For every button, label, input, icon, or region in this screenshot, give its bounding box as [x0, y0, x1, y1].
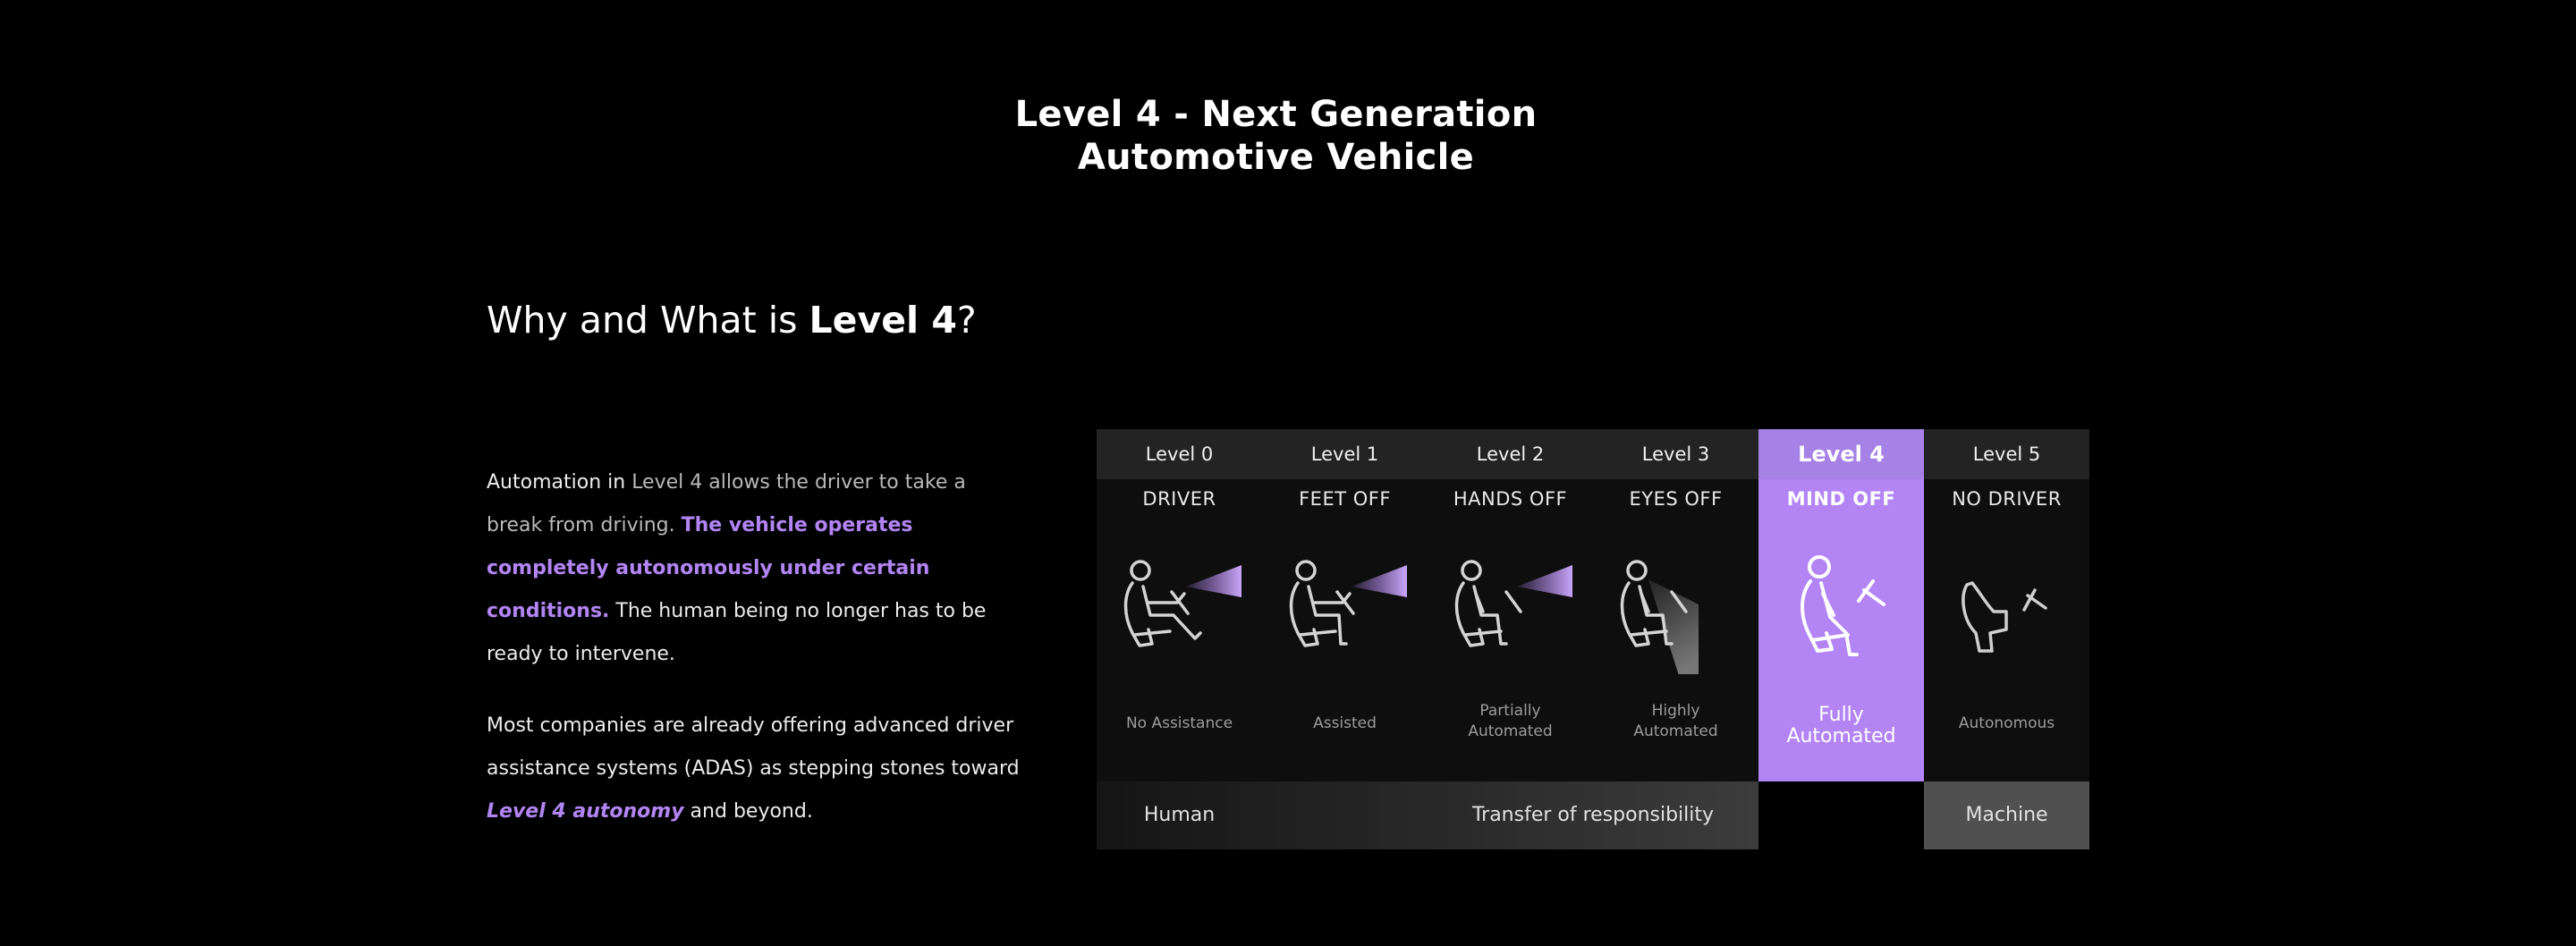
- level-header: Level 2: [1428, 429, 1593, 479]
- heading-bold: Level 4: [809, 299, 957, 342]
- level-header: Level 3: [1593, 429, 1758, 479]
- responsibility-band: [1097, 781, 1758, 849]
- level-body: DRIVER No Assistance: [1097, 479, 1262, 781]
- level-column-4: Level 4 MIND OFF Fully Automated: [1758, 429, 1924, 849]
- level-header: Level 4: [1758, 429, 1924, 479]
- level-name: HANDS OFF: [1453, 488, 1568, 510]
- page-title-line1: Level 4 - Next Generation: [1014, 94, 1538, 135]
- heading-prefix: Why and What is: [487, 299, 809, 342]
- level-caption: No Assistance: [1125, 714, 1233, 732]
- level-name: DRIVER: [1142, 488, 1216, 510]
- empty-seat-icon: [1962, 581, 2047, 653]
- responsibility-human: Human: [1143, 804, 1216, 826]
- intro-highlight: The vehicle operates completely autonomo…: [487, 514, 930, 622]
- mind-off-icon: [1801, 555, 1885, 656]
- adas-text-2: and beyond.: [683, 800, 813, 823]
- adas-paragraph: Most companies are already offering adva…: [487, 705, 1023, 833]
- level-column-5: Level 5 NO DRIVER Autonomous: [1924, 429, 2089, 849]
- hands-off-icon: [1454, 560, 1572, 647]
- level-caption: Highly Automated: [1633, 702, 1718, 740]
- level-name: MIND OFF: [1786, 488, 1896, 510]
- intro-text-1: Automation in: [487, 471, 632, 494]
- level-caption: Partially Automated: [1468, 702, 1553, 740]
- intro-paragraph: Automation in Level 4 allows the driver …: [487, 461, 1023, 676]
- intro-text-3: The human being no longer has to be read…: [487, 600, 987, 665]
- level-column-0: Level 0 DRIVER No Assistance: [1097, 429, 1262, 849]
- section-heading: Why and What is Level 4?: [487, 297, 977, 343]
- level-body: HANDS OFF Partially Automated: [1428, 479, 1593, 781]
- level-column-3: Level 3 EYES OFF Highly Automated: [1593, 429, 1758, 849]
- level-header: Level 5: [1924, 429, 2089, 479]
- level-column-1: Level 1 FEET OFF Assisted: [1262, 429, 1428, 849]
- page-title: Level 4 - Next Generation Automotive Veh…: [0, 93, 2552, 179]
- adas-text-1: Most companies are already offering adva…: [487, 714, 1020, 780]
- heading-suffix: ?: [956, 299, 977, 342]
- level-column-2: Level 2 HANDS OFF Partially Automated: [1428, 429, 1593, 849]
- page-title-line2: Automotive Vehicle: [1077, 137, 1475, 178]
- level-name: NO DRIVER: [1952, 488, 2062, 510]
- level-body: NO DRIVER Autonomous: [1924, 479, 2089, 781]
- level-name: EYES OFF: [1629, 488, 1723, 510]
- intro-text-2: Level 4 allows the driver to take a brea…: [487, 471, 966, 536]
- responsibility-transfer: Transfer of responsibility: [1471, 804, 1715, 826]
- level-caption: Autonomous: [1958, 714, 2055, 732]
- responsibility-machine: Machine: [1924, 781, 2089, 849]
- feet-off-icon: [1289, 560, 1407, 647]
- level-caption: Assisted: [1313, 714, 1377, 732]
- level-name: FEET OFF: [1299, 488, 1391, 510]
- level-body: FEET OFF Assisted: [1262, 479, 1428, 781]
- automation-levels-table: Level 0 DRIVER No Assistance Level 1 FEE…: [1097, 429, 2089, 849]
- level-body: MIND OFF Fully Automated: [1758, 479, 1924, 781]
- level-body: EYES OFF Highly Automated: [1593, 479, 1758, 781]
- level-header: Level 1: [1262, 429, 1428, 479]
- level-header: Level 0: [1097, 429, 1262, 479]
- adas-highlight: Level 4 autonomy: [487, 800, 684, 823]
- driver-hands-feet-icon: [1123, 560, 1241, 647]
- eyes-off-icon: [1620, 560, 1699, 674]
- level-caption: Fully Automated: [1786, 704, 1896, 748]
